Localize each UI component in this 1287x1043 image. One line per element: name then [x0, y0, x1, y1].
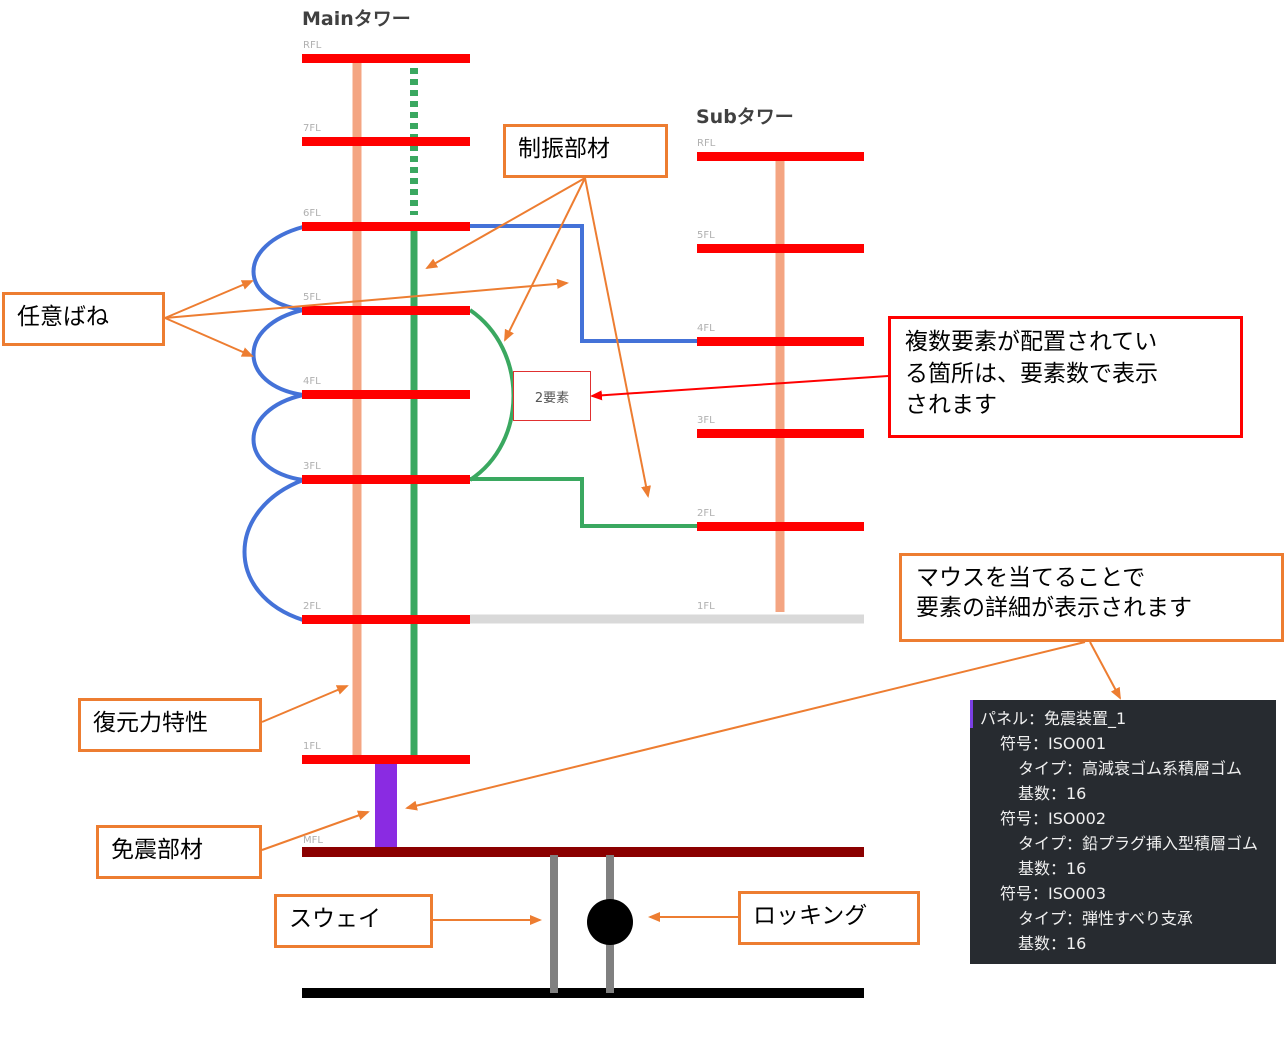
sub-floor-label-3fl: 3FL: [697, 415, 715, 426]
spring-loop-5fl-4fl[interactable]: [251, 308, 304, 397]
tooltip-count-3: 基数：16: [1018, 934, 1087, 953]
tooltip-accent-bar: [970, 700, 973, 728]
sub-floor-label-rfl: RFL: [697, 138, 716, 149]
sub-floor-rfl[interactable]: [697, 152, 864, 161]
callout-restoring: 復元力特性: [78, 698, 262, 752]
tooltip-type-2: タイプ：鉛プラグ挿入型積層ゴム: [1018, 834, 1259, 853]
arrow-damper-3: [584, 177, 651, 498]
sub-floor-label-2fl: 2FL: [697, 508, 715, 519]
sub-floor-4fl[interactable]: [697, 337, 864, 346]
sub-floor-2fl[interactable]: [697, 522, 864, 531]
callout-sway: スウェイ: [274, 894, 433, 948]
tooltip-type-1: タイプ：高減衰ゴム系積層ゴム: [1018, 759, 1243, 778]
sub-floor-5fl[interactable]: [697, 244, 864, 253]
tooltip-code-3: 符号：ISO003: [1000, 884, 1107, 903]
main-floor-label-rfl: RFL: [303, 40, 322, 51]
arrow-hover-isolator: [405, 641, 1086, 811]
main-floor-label-7fl: 7FL: [303, 123, 321, 134]
arrow-restoring: [261, 685, 349, 723]
callout-spring: 任意ばね: [2, 292, 165, 346]
main-tower-title: Mainタワー: [302, 8, 411, 30]
tooltip-code-2: 符号：ISO002: [1000, 809, 1107, 828]
main-floor-label-6fl: 6FL: [303, 208, 321, 219]
arrow-spring-1: [164, 280, 254, 319]
arrow-spring-2: [164, 278, 569, 319]
main-floor-label-mfl: MFL: [303, 835, 323, 846]
arrow-spring-3: [164, 317, 254, 357]
tooltip-code-1: 符号：ISO001: [1000, 734, 1107, 753]
main-floor-label-4fl: 4FL: [303, 376, 321, 387]
isolator-element[interactable]: [375, 764, 397, 848]
base-ground-line: [302, 988, 864, 998]
callout-rocking: ロッキング: [738, 891, 920, 945]
callout-multi-line-1: 複数要素が配置されてい: [905, 329, 1158, 355]
sub-floor-label-1fl: 1FL: [697, 601, 715, 612]
sub-tower-title: Subタワー: [696, 106, 794, 128]
callout-hover-line-2: 要素の詳細が表示されます: [916, 594, 1192, 621]
element-count-badge[interactable]: 2要素: [513, 371, 591, 421]
main-floor-2fl[interactable]: [302, 615, 470, 624]
main-floor-1fl[interactable]: [302, 755, 470, 764]
tooltip-type-3: タイプ：弾性すべり支承: [1018, 909, 1193, 928]
tooltip-panel: パネル：免震装置_1: [980, 709, 1127, 728]
tooltip-count-2: 基数：16: [1018, 859, 1087, 878]
sway-spring[interactable]: [550, 855, 558, 993]
arrow-isolator: [261, 810, 370, 851]
element-detail-tooltip: パネル：免震装置_1 符号：ISO001 タイプ：高減衰ゴム系積層ゴム 基数：1…: [970, 700, 1276, 964]
foundation-floor-mfl[interactable]: [302, 847, 864, 857]
rocking-node[interactable]: [587, 899, 633, 945]
callout-hover: マウスを当てることで 要素の詳細が表示されます: [899, 553, 1284, 642]
callout-hover-line-1: マウスを当てることで: [916, 565, 1146, 591]
callout-multi-line-3: されます: [905, 392, 997, 419]
main-floor-3fl[interactable]: [302, 475, 470, 484]
spring-link-6fl-4fl[interactable]: [470, 224, 697, 343]
sub-floor-label-4fl: 4FL: [697, 323, 715, 334]
main-floor-5fl[interactable]: [302, 306, 470, 315]
spring-loop-4fl-3fl[interactable]: [251, 393, 304, 482]
callout-multi-line-2: る箇所は、要素数で表示: [905, 360, 1158, 387]
main-floor-label-5fl: 5FL: [303, 292, 321, 303]
main-floor-6fl[interactable]: [302, 222, 470, 231]
callout-multi-element: 複数要素が配置されてい る箇所は、要素数で表示 されます: [888, 316, 1243, 438]
arrow-damper-1: [425, 177, 586, 269]
main-floor-rfl[interactable]: [302, 54, 470, 63]
main-floor-label-3fl: 3FL: [303, 461, 321, 472]
spring-loop-3fl-2fl[interactable]: [242, 478, 304, 622]
main-floor-4fl[interactable]: [302, 390, 470, 399]
tooltip-count-1: 基数：16: [1018, 784, 1087, 803]
damper-link-3fl-2fl[interactable]: [470, 477, 697, 528]
arrow-damper-2: [504, 177, 586, 342]
sub-floor-3fl[interactable]: [697, 429, 864, 438]
spring-loop-6fl-5fl[interactable]: [251, 225, 304, 312]
main-floor-label-2fl: 2FL: [303, 601, 321, 612]
main-floor-7fl[interactable]: [302, 137, 470, 146]
arrow-multi: [590, 375, 889, 401]
sub-floor-label-5fl: 5FL: [697, 230, 715, 241]
main-floor-label-1fl: 1FL: [303, 741, 321, 752]
arrow-hover-tooltip: [1089, 641, 1121, 700]
callout-isolator: 免震部材: [96, 825, 262, 879]
callout-damper: 制振部材: [503, 124, 668, 178]
